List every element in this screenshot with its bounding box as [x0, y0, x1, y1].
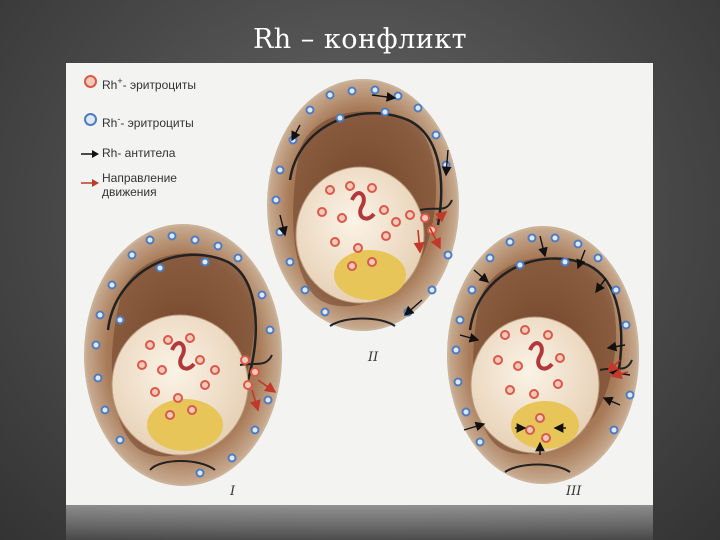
rh-positive-erythrocyte-icon	[84, 75, 97, 88]
stage-three-rh-negative-cells	[451, 233, 635, 447]
stage-label-two: II	[368, 350, 379, 365]
legend-rh-negative-sup: -	[117, 114, 121, 124]
stage-three-fetus	[470, 316, 600, 454]
stage-three-rh-positive-cells	[493, 325, 565, 443]
movement-direction-arrow-icon	[81, 179, 99, 187]
stage-one-fetus	[111, 314, 249, 456]
stage-one-uterus	[84, 224, 282, 486]
legend-rh-negative-label: - эритроциты	[120, 116, 194, 130]
figure-reflection	[66, 505, 653, 540]
stage-two-movement-arrows	[413, 211, 448, 254]
legend-direction-line2: движения	[102, 185, 157, 199]
legend-antibody-label: Rh- антитела	[102, 146, 176, 160]
legend-rh-positive-base: Rh	[102, 78, 118, 92]
rh-negative-erythrocyte-icon	[84, 113, 97, 126]
stage-label-three: III	[566, 484, 582, 499]
legend-rh-negative-base: Rh	[102, 116, 118, 130]
stage-two-rh-positive-cells	[317, 181, 437, 271]
stage-one-movement-arrows	[249, 379, 277, 412]
stage-two-antibody-arrows	[278, 92, 452, 316]
legend-rh-positive-label: - эритроциты	[122, 78, 196, 92]
stage-one-rh-positive-cells	[137, 333, 260, 420]
stage-three-uterus	[447, 226, 639, 484]
stage-label-one: I	[230, 484, 236, 499]
stage-two-fetus	[295, 166, 425, 304]
stage-two-uterus	[267, 79, 459, 331]
slide-title: Rh – конфликт	[252, 24, 468, 55]
stage-three-movement-arrows	[606, 359, 629, 380]
antibody-arrow-icon	[81, 150, 99, 158]
stage-one-rh-negative-cells	[91, 231, 275, 478]
legend-rh-positive-sup: +	[117, 76, 123, 86]
legend-direction-line1: Направление	[102, 171, 177, 185]
